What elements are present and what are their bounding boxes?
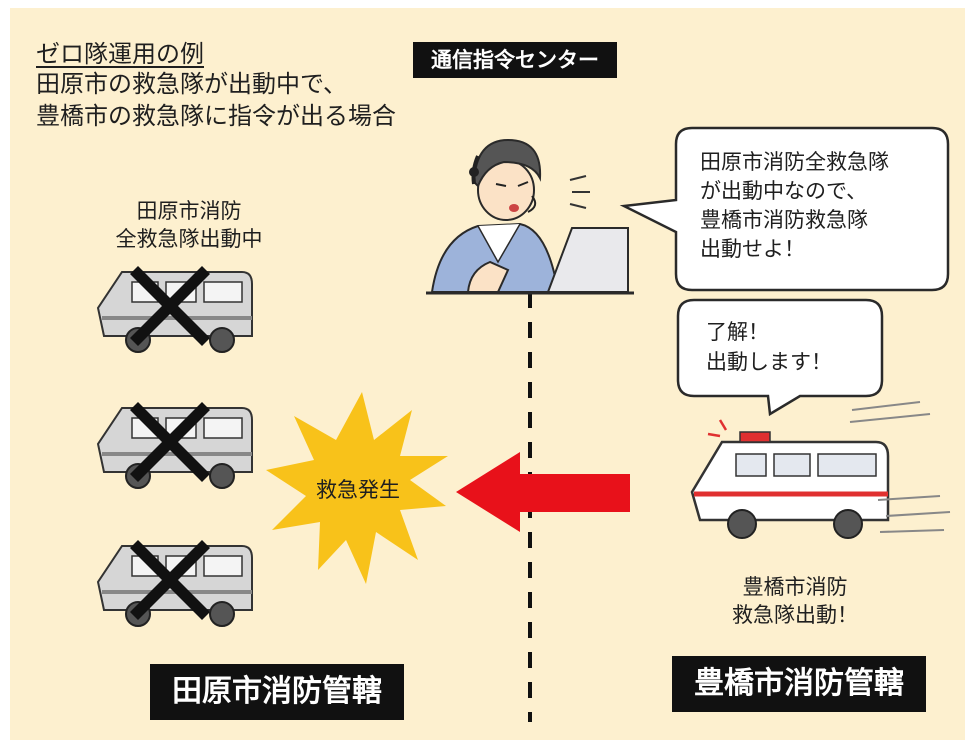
dispatch-bubble-line-1: 田原市消防全救急隊 — [700, 150, 889, 174]
toyohashi-status-line-1: 豊橋市消防 — [742, 575, 848, 599]
toyohashi-status-line-2: 救急隊出動！ — [732, 603, 858, 627]
cross-mark-1 — [130, 266, 210, 346]
laptop-icon — [426, 227, 634, 295]
dispatch-bubble-line-2: が出動中なので、 — [700, 179, 868, 203]
tahara-status-line-2: 全救急隊出動中 — [115, 227, 263, 251]
cross-mark-3 — [130, 540, 210, 620]
dispatch-speech-bubble — [619, 126, 950, 292]
reply-speech-bubble — [676, 298, 884, 417]
emergency-burst-icon — [266, 392, 448, 584]
tahara-jurisdiction-label: 田原市消防管轄 — [150, 664, 404, 720]
reply-bubble-line-2: 出動します！ — [706, 350, 832, 374]
reply-bubble-line-1: 了解！ — [706, 320, 769, 344]
toyohashi-ambulance — [690, 419, 890, 539]
dispatch-bubble-line-4: 出動せよ！ — [700, 237, 805, 261]
motion-lines — [849, 401, 951, 533]
heading-title: ゼロ隊運用の例 — [36, 40, 204, 68]
toyohashi-jurisdiction-label: 豊橋市消防管轄 — [672, 656, 926, 712]
dispatcher-operator-illustration — [430, 138, 590, 293]
heading-line-1: 田原市の救急隊が出動中で、 — [36, 70, 348, 98]
heading-line-2: 豊橋市の救急隊に指令が出る場合 — [36, 102, 396, 130]
incident-label: 救急発生 — [316, 478, 400, 502]
cross-mark-2 — [130, 402, 210, 482]
dispatch-arrow — [456, 452, 630, 532]
tahara-status-line-1: 田原市消防 — [136, 199, 242, 223]
dispatch-center-label: 通信指令センター — [413, 42, 617, 78]
dispatch-bubble-line-3: 豊橋市消防救急隊 — [700, 208, 868, 232]
